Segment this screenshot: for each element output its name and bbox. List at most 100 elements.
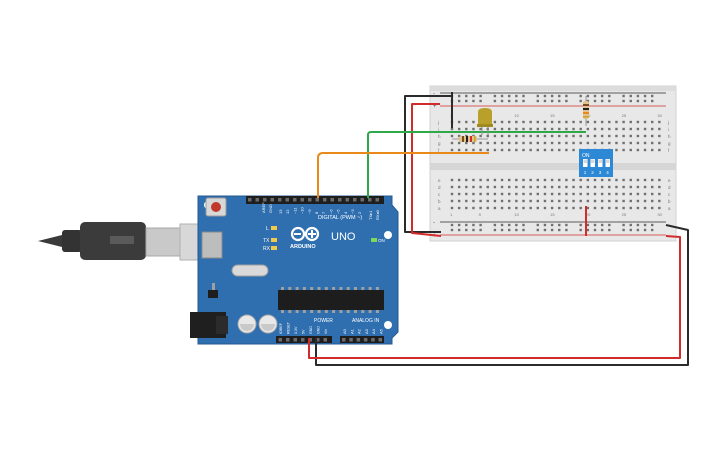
breadboard-hole[interactable] [579, 185, 582, 189]
breadboard-hole[interactable] [522, 228, 525, 232]
breadboard-hole[interactable] [608, 94, 611, 98]
breadboard-hole[interactable] [522, 185, 525, 189]
breadboard-hole[interactable] [622, 120, 625, 124]
breadboard-hole[interactable] [522, 127, 525, 131]
breadboard-hole[interactable] [508, 223, 511, 227]
breadboard-hole[interactable] [508, 199, 511, 203]
breadboard-hole[interactable] [579, 178, 582, 182]
breadboard-hole[interactable] [651, 94, 654, 98]
header-pin[interactable] [293, 338, 298, 342]
breadboard-hole[interactable] [536, 134, 539, 138]
breadboard-hole[interactable] [558, 199, 561, 203]
breadboard-hole[interactable] [508, 192, 511, 196]
breadboard-hole[interactable] [515, 199, 518, 203]
breadboard-hole[interactable] [508, 141, 511, 145]
breadboard-hole[interactable] [500, 199, 504, 203]
wire-orange-d8[interactable] [317, 152, 489, 198]
breadboard-hole[interactable] [536, 185, 539, 189]
breadboard-hole[interactable] [593, 178, 597, 182]
breadboard-hole[interactable] [479, 94, 482, 98]
breadboard-hole[interactable] [658, 178, 661, 182]
breadboard-hole[interactable] [472, 94, 475, 98]
breadboard-hole[interactable] [643, 223, 647, 227]
breadboard-hole[interactable] [572, 148, 575, 152]
breadboard-hole[interactable] [508, 94, 511, 98]
breadboard-hole[interactable] [572, 178, 575, 182]
breadboard-hole[interactable] [493, 228, 497, 232]
breadboard-hole[interactable] [550, 120, 554, 124]
breadboard-hole[interactable] [643, 228, 647, 232]
breadboard-hole[interactable] [565, 223, 568, 227]
breadboard-hole[interactable] [500, 178, 504, 182]
header-pin[interactable] [378, 338, 383, 342]
breadboard-hole[interactable] [658, 192, 661, 196]
breadboard-hole[interactable] [486, 206, 489, 210]
breadboard-hole[interactable] [465, 228, 468, 232]
breadboard-hole[interactable] [622, 134, 625, 138]
breadboard-hole[interactable] [486, 141, 489, 145]
wire-red-5v-left[interactable] [411, 103, 442, 237]
header-pin[interactable] [315, 198, 320, 202]
breadboard-hole[interactable] [608, 228, 611, 232]
breadboard-hole[interactable] [629, 99, 632, 103]
breadboard-hole[interactable] [550, 127, 554, 131]
breadboard-hole[interactable] [465, 148, 468, 152]
breadboard-hole[interactable] [593, 192, 597, 196]
breadboard-hole[interactable] [636, 223, 640, 227]
breadboard-hole[interactable] [550, 148, 554, 152]
breadboard-hole[interactable] [508, 134, 511, 138]
breadboard-hole[interactable] [615, 178, 618, 182]
breadboard-hole[interactable] [565, 185, 568, 189]
breadboard-hole[interactable] [600, 206, 604, 210]
breadboard-hole[interactable] [486, 178, 489, 182]
breadboard-hole[interactable] [508, 148, 511, 152]
breadboard-hole[interactable] [629, 206, 632, 210]
breadboard-hole[interactable] [586, 223, 590, 227]
breadboard-hole[interactable] [472, 99, 475, 103]
breadboard-hole[interactable] [536, 192, 539, 196]
breadboard-hole[interactable] [608, 185, 611, 189]
breadboard-hole[interactable] [600, 192, 604, 196]
breadboard-hole[interactable] [622, 141, 625, 145]
breadboard-hole[interactable] [465, 223, 468, 227]
breadboard-hole[interactable] [558, 223, 561, 227]
breadboard-hole[interactable] [586, 199, 590, 203]
header-pin[interactable] [342, 338, 346, 342]
breadboard-hole[interactable] [593, 223, 597, 227]
breadboard-hole[interactable] [536, 120, 539, 124]
breadboard-hole[interactable] [465, 185, 468, 189]
breadboard-hole[interactable] [457, 148, 461, 152]
breadboard-hole[interactable] [643, 120, 647, 124]
breadboard-hole[interactable] [529, 199, 532, 203]
breadboard-hole[interactable] [550, 99, 554, 103]
breadboard-hole[interactable] [586, 206, 590, 210]
breadboard-hole[interactable] [629, 94, 632, 98]
breadboard-hole[interactable] [536, 148, 539, 152]
breadboard-hole[interactable] [522, 134, 525, 138]
breadboard-hole[interactable] [586, 127, 590, 131]
breadboard-hole[interactable] [543, 223, 547, 227]
usb-cable[interactable] [38, 222, 203, 261]
breadboard-hole[interactable] [558, 185, 561, 189]
breadboard-hole[interactable] [565, 199, 568, 203]
header-pin[interactable] [345, 198, 350, 202]
breadboard-hole[interactable] [472, 141, 475, 145]
breadboard-hole[interactable] [622, 223, 625, 227]
breadboard-hole[interactable] [600, 120, 604, 124]
breadboard-hole[interactable] [529, 134, 532, 138]
breadboard-hole[interactable] [493, 192, 497, 196]
breadboard-hole[interactable] [543, 94, 547, 98]
header-pin[interactable] [356, 338, 361, 342]
breadboard-hole[interactable] [450, 134, 454, 138]
breadboard-hole[interactable] [536, 199, 539, 203]
breadboard-hole[interactable] [565, 127, 568, 131]
breadboard-hole[interactable] [658, 127, 661, 131]
breadboard-hole[interactable] [472, 228, 475, 232]
header-pin[interactable] [255, 198, 260, 202]
breadboard-hole[interactable] [615, 141, 618, 145]
breadboard-hole[interactable] [651, 127, 654, 131]
breadboard-hole[interactable] [529, 185, 532, 189]
breadboard-hole[interactable] [651, 141, 654, 145]
